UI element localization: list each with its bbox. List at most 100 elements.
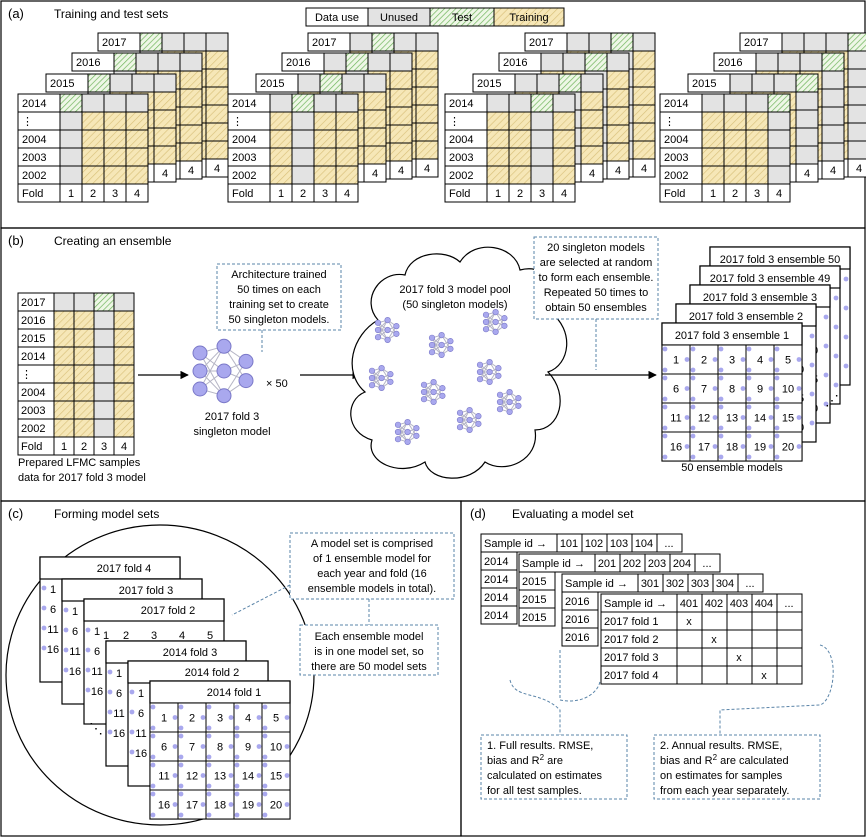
sample-dots: ...: [745, 578, 754, 590]
sample-id: 301: [641, 578, 659, 590]
grid-cell: [291, 129, 315, 149]
fold-number: 1: [495, 188, 501, 200]
ensemble-4-number: 19: [754, 442, 766, 454]
pool-net-node: [482, 318, 490, 326]
ensemble-0-title: 2017 fold 3 ensemble 50: [720, 254, 840, 266]
stack-body-cell: [632, 158, 656, 178]
sample-id: 402: [705, 598, 723, 610]
ensemble-4-dot: [746, 346, 752, 352]
set-peek-number: 11: [91, 666, 102, 678]
fold-row-cell: [776, 611, 803, 631]
pool-net-node: [476, 361, 484, 368]
sample-id: 203: [648, 558, 666, 570]
pool-net-edge: [499, 391, 511, 410]
stack-body-cell: [580, 109, 604, 129]
set-dot: [150, 783, 156, 789]
stack-body-cell: [821, 70, 845, 90]
stack-body-cell: [795, 127, 819, 147]
set-peek-dot: [41, 645, 47, 651]
fold-number-cell: [552, 183, 576, 203]
stack-body-cell: [415, 68, 439, 88]
pool-net-node: [492, 318, 499, 326]
stack-header-cell: [632, 32, 656, 52]
fold-number: 4: [134, 188, 140, 200]
b-grid-cell: [73, 418, 95, 438]
stack-header-cell: [729, 73, 753, 93]
stack-year-label: 2017: [744, 37, 768, 49]
stack-body-cell: [847, 122, 866, 142]
pool-net-node: [486, 359, 493, 366]
set-peek-number: 16: [91, 686, 103, 698]
singleton-net-edge: [199, 346, 225, 390]
grid-cell: [767, 129, 791, 149]
stack-header-cell: [87, 73, 111, 93]
set-number: 19: [242, 800, 254, 812]
fold-number: 3: [539, 188, 545, 200]
year-label: 2003: [232, 152, 256, 164]
pool-net-node: [506, 398, 513, 406]
pool-net-node: [492, 328, 499, 335]
annual-results-line-2-rest: are calculated: [717, 755, 789, 767]
ensemble-4-dot: [768, 415, 774, 420]
year-label: 2004: [664, 134, 688, 146]
stack-body-cell: [363, 127, 387, 147]
legend-training-box: [493, 7, 565, 27]
set-number: 12: [186, 771, 198, 783]
b-grid-cell: [53, 382, 75, 402]
ensemble-4-dot: [712, 386, 718, 391]
stack-fold-label: 4: [372, 168, 378, 180]
pool-net-node: [506, 408, 513, 415]
grid-cell: [335, 93, 359, 113]
set-dot: [284, 802, 290, 807]
set-dot: [234, 754, 240, 760]
ensemble-4-dot: [662, 346, 668, 352]
pool-net-node: [387, 371, 394, 378]
year-label: 2014: [664, 98, 688, 110]
stack-year-label: 2015: [692, 78, 716, 90]
set-number: 5: [273, 713, 279, 725]
ensemble-4-dot: [718, 404, 724, 410]
ensemble-4-dot: [746, 396, 752, 402]
stack-header-cell: [179, 52, 203, 72]
year-label: 2014: [22, 98, 46, 110]
set-dot: [178, 704, 184, 710]
model-set-box-2: [299, 624, 439, 676]
sample-id: 104: [635, 538, 653, 550]
stack-fold-label: 4: [830, 165, 836, 177]
pool-net-node: [496, 398, 504, 406]
stack-body-cell: [606, 70, 630, 90]
b-grid-cell: [93, 382, 115, 402]
year-label: ⋮: [232, 116, 243, 128]
ensemble-4-dot: [690, 396, 696, 402]
set-peek-number: 16: [47, 644, 59, 656]
set-dot: [172, 744, 178, 749]
b-grid-cell: [93, 364, 115, 384]
stack-fold-label: 4: [398, 165, 404, 177]
ensemble-4-number: 3: [729, 355, 735, 367]
grid-cell: [486, 129, 510, 149]
singleton-net-node: [238, 353, 254, 369]
grid-cell: [701, 147, 725, 167]
pool-net-node: [378, 374, 385, 382]
full-results-line-3: calculated on estimates: [487, 770, 602, 782]
ensemble-4-dot: [740, 357, 746, 362]
pool-net-node: [420, 388, 428, 396]
panel-c-label: (c): [8, 506, 23, 521]
year-row-label: 2015: [522, 612, 546, 624]
pool-net-edge: [485, 314, 497, 333]
grid-cell: [269, 93, 293, 113]
year-row-label: 2015: [522, 576, 546, 588]
set-peek-number: 1: [94, 626, 100, 638]
stack-body-cell: [821, 142, 845, 162]
b-grid-cell: [113, 400, 135, 420]
set-dot: [206, 783, 212, 789]
pool-net-node: [447, 338, 454, 345]
stack-body-cell: [153, 163, 177, 183]
stack-header-cell: [584, 52, 608, 72]
pool-net-node: [515, 402, 522, 409]
legend: Data use Unused Test Training: [305, 7, 565, 27]
stack-header-cell: [755, 52, 779, 72]
stack-header-cell: [389, 52, 413, 72]
ensemble-4-number: 5: [785, 355, 791, 367]
